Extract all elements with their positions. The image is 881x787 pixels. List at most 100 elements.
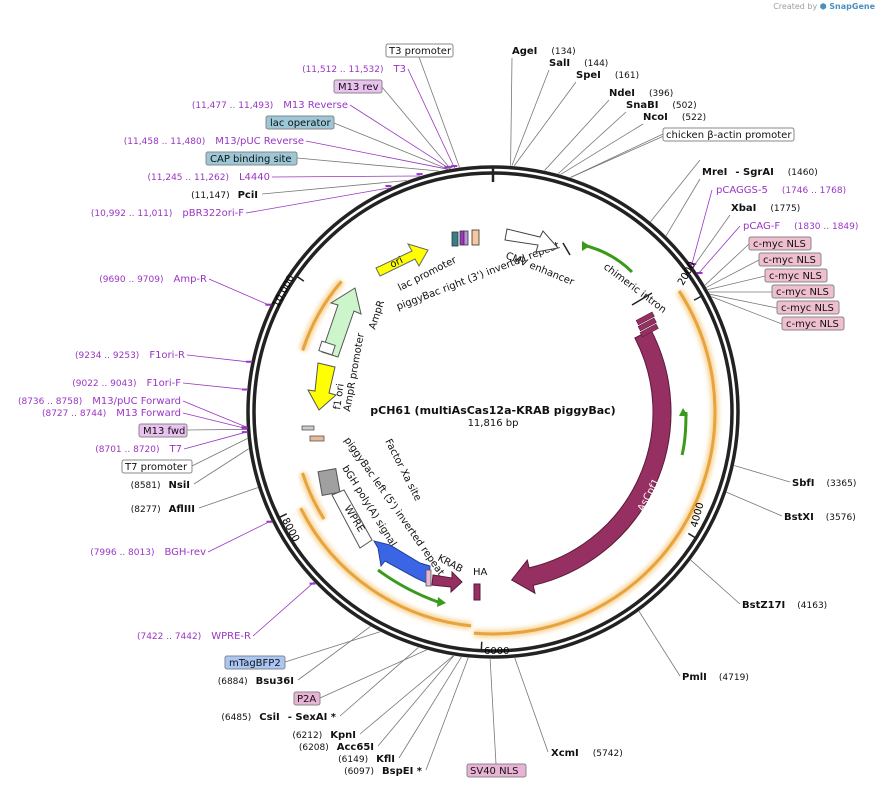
primer-pbr322ori-f[interactable]: (10,992 .. 11,011)pBR322ori-F <box>91 208 244 219</box>
m13-fwd-box[interactable] <box>138 423 188 438</box>
enzyme-ndei[interactable]: NdeI(396) <box>609 88 673 99</box>
m13-rev-box[interactable] <box>333 79 383 94</box>
enzyme-nsii[interactable]: (8581)NsiI <box>131 480 190 491</box>
enzyme-pcii[interactable]: (11,147)PciI <box>191 190 258 201</box>
box-leader-14 <box>319 649 427 699</box>
cmyc-box-5[interactable] <box>776 300 840 315</box>
primer-m13-puc-forward[interactable]: (8736 .. 8758)M13/pUC Forward <box>18 396 181 407</box>
enzyme-xcmi[interactable]: XcmI(5742) <box>551 748 623 759</box>
cmyc-box-6[interactable] <box>781 316 845 331</box>
bgh-polya-feature <box>317 468 341 496</box>
cap-site-box[interactable] <box>205 151 298 166</box>
f1-ori-label: f1 ori <box>332 383 347 410</box>
leader-18 <box>359 655 454 735</box>
primer-m13-puc-reverse[interactable]: (11,458 .. 11,480)M13/pUC Reverse <box>124 136 304 147</box>
t7-promoter-text: T7 promoter <box>124 462 188 473</box>
primer-leader-1 <box>349 104 450 170</box>
enzyme-bspei[interactable]: (6097)BspEI * <box>344 766 423 777</box>
enzyme-agei[interactable]: AgeI(134) <box>512 46 576 57</box>
primer-m13-forward[interactable]: (8727 .. 8744)M13 Forward <box>42 408 181 419</box>
leader-20 <box>398 656 462 759</box>
t3-promoter-box[interactable] <box>385 43 454 58</box>
cmyc-box-2[interactable] <box>758 252 822 267</box>
t7-promoter-mark <box>301 425 315 431</box>
leader-3 <box>544 99 610 171</box>
tick-label-10000: 10,000 <box>271 273 297 309</box>
primer-amp-r[interactable]: (9690 .. 9709)Amp-R <box>99 274 207 285</box>
cmyc-text-2: c-myc NLS <box>763 255 816 266</box>
enzyme-xbai[interactable]: XbaI(1775) <box>731 203 800 214</box>
cmyc-box-4[interactable] <box>771 284 835 299</box>
primer-leader-12 <box>252 581 315 637</box>
sv40-nls-box[interactable] <box>466 763 527 778</box>
leader-11 <box>638 611 681 677</box>
enzyme-kfli[interactable]: (6149)KflI <box>338 754 395 765</box>
f1-ori-feature <box>307 362 338 411</box>
primer-pcaggs-5[interactable]: pCAGGS-5(1746 .. 1768) <box>716 185 846 196</box>
primer-t3[interactable]: (11,512 .. 11,532)T3 <box>302 64 406 75</box>
enzyme-bstxi[interactable]: BstXI(3576) <box>784 512 856 523</box>
enzyme-sbfi[interactable]: SbfI(3365) <box>792 478 856 489</box>
primer-f1ori-f[interactable]: (9022 .. 9043)F1ori-F <box>72 378 181 389</box>
primer-mark-11 <box>266 520 273 523</box>
leader-19 <box>377 655 455 747</box>
leader-8 <box>734 465 791 483</box>
enzyme-bstz17i[interactable]: BstZ17I(4163) <box>742 600 827 611</box>
enzyme-spei[interactable]: SpeI(161) <box>576 70 639 81</box>
primer-leader-6 <box>186 354 252 363</box>
leader-17 <box>339 647 419 717</box>
enzyme-bsu36i[interactable]: (6884)Bsu36I <box>218 676 294 687</box>
leader-21 <box>425 657 469 771</box>
enzyme-acc65i[interactable]: (6208)Acc65I <box>299 742 374 753</box>
primer-cluster-mark-2 <box>463 230 469 246</box>
primer-t7[interactable]: (8701 .. 8720)T7 <box>95 444 182 455</box>
p2a-box[interactable] <box>293 691 321 706</box>
ori-feature <box>375 243 429 277</box>
primer-mark-7 <box>242 388 249 391</box>
m13-fwd-text: M13 fwd <box>143 426 185 437</box>
cmyc-nls-marks <box>631 292 659 338</box>
enzyme-csii-sexai[interactable]: (6485)CsiI- SexAI * <box>221 712 336 723</box>
ha-mark <box>473 583 481 601</box>
primer-mark-6 <box>246 360 253 363</box>
leader-4 <box>557 111 627 175</box>
backbone <box>246 165 740 659</box>
plasmid-size: 11,816 bp <box>468 418 519 429</box>
primer-bgh-rev[interactable]: (7996 .. 8013)BGH-rev <box>90 547 206 558</box>
primers-left: (11,512 .. 11,532)T3 (11,477 .. 11,493)M… <box>18 64 406 642</box>
leader-15 <box>198 487 258 509</box>
box-leader-1 <box>381 86 451 169</box>
primer-pcag-f[interactable]: pCAG-F(1830 .. 1849) <box>743 221 858 232</box>
cmyc-box-1[interactable] <box>748 236 812 251</box>
enzyme-ncoi[interactable]: NcoI(522) <box>643 112 706 123</box>
primer-m13-reverse[interactable]: (11,477 .. 11,493)M13 Reverse <box>192 100 348 111</box>
primer-leader-7 <box>182 382 248 391</box>
t3-promoter-text: T3 promoter <box>388 46 452 57</box>
enzyme-mrei-sgrai[interactable]: MreI- SgrAI(1460) <box>702 167 818 178</box>
primer-l4440[interactable]: (11,245 .. 11,262)L4440 <box>148 172 270 183</box>
box-leader-13 <box>284 631 381 663</box>
lac-operator-box[interactable] <box>265 115 335 130</box>
primer-mark-4 <box>385 185 392 188</box>
chicken-actin-box[interactable] <box>662 127 795 142</box>
cmyc-box-3[interactable] <box>764 268 828 283</box>
leader-6 <box>665 178 701 236</box>
primer-wpre-r[interactable]: (7422 .. 7442)WPRE-R <box>137 631 251 642</box>
primer-f1ori-r[interactable]: (9234 .. 9253)F1ori-R <box>75 350 185 361</box>
enzyme-pmli[interactable]: PmlI(4719) <box>682 672 749 683</box>
enzyme-sali[interactable]: SalI(144) <box>549 58 608 69</box>
primer-leader-3 <box>271 175 421 178</box>
primer-leader-14 <box>697 225 741 275</box>
primer-leader-8 <box>182 400 247 428</box>
leader-7 <box>692 214 731 268</box>
box-leader-11 <box>186 428 247 431</box>
mtagbfp2-box[interactable] <box>224 655 286 670</box>
cmv-end-tick <box>562 242 571 256</box>
enzyme-afliii[interactable]: (8277)AflIII <box>131 504 195 515</box>
leader-23 <box>650 159 701 222</box>
ascpf1-feature <box>510 329 672 595</box>
enzyme-kpni[interactable]: (6212)KpnI <box>292 730 356 741</box>
enzyme-snabi[interactable]: SnaBI(502) <box>626 100 697 111</box>
t7-promoter-box[interactable] <box>121 459 193 474</box>
